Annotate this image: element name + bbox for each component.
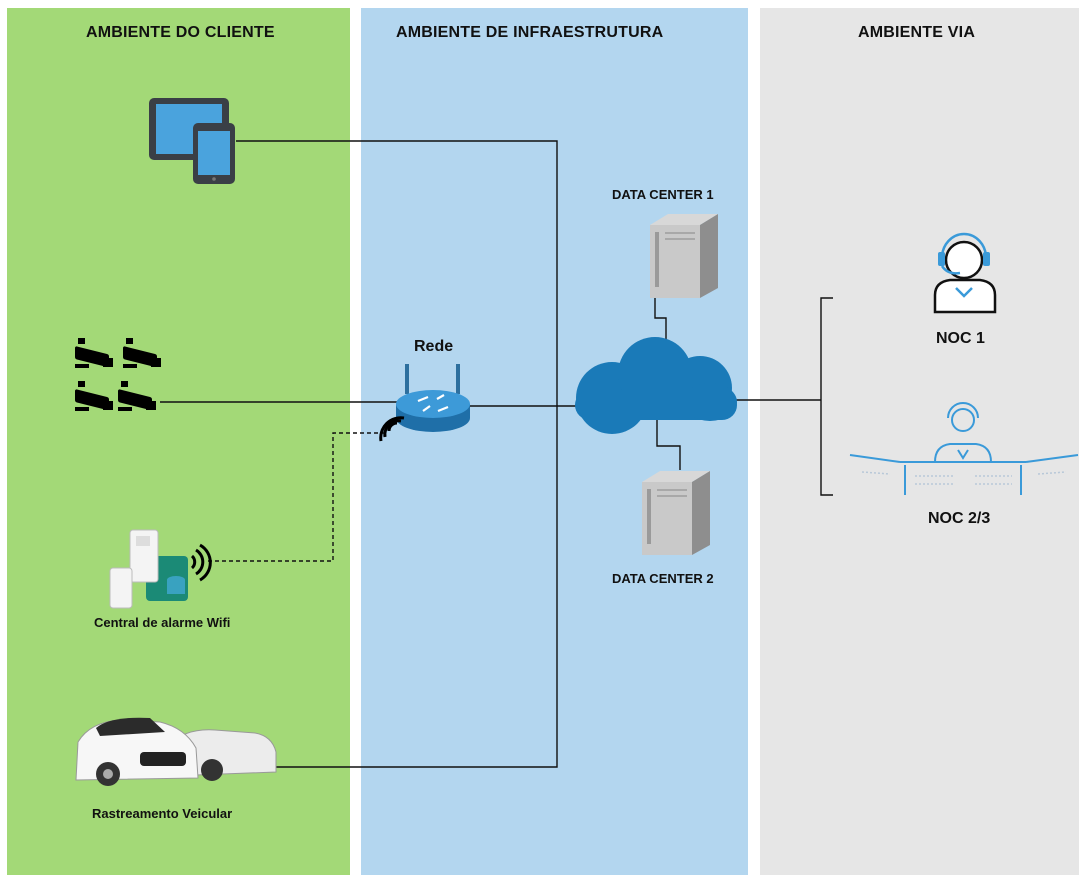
cctv-camera-icon (75, 338, 161, 411)
server-icon (650, 214, 718, 298)
dc1-cloud-link (654, 292, 667, 340)
zone-infra-title: AMBIENTE DE INFRAESTRUTURA (396, 24, 664, 41)
router-label: Rede (414, 338, 454, 355)
noc-bracket (820, 297, 833, 496)
wifi-signal-icon (379, 416, 405, 442)
datacenter1-label: DATA CENTER 1 (612, 187, 714, 202)
operator-headset-icon (933, 232, 997, 314)
alarm-sensor-icon (109, 529, 212, 609)
zone-infrastructure (361, 8, 748, 875)
server-icon (642, 471, 710, 555)
dc2-cloud-link (656, 418, 681, 470)
control-room-icon (849, 402, 1079, 495)
connections (160, 140, 833, 768)
car-icon (75, 717, 277, 786)
alarm-wireless-link (208, 432, 385, 562)
vehicle-label: Rastreamento Veicular (92, 806, 233, 821)
datacenter2-label: DATA CENTER 2 (612, 571, 714, 586)
router-icon (396, 364, 470, 432)
noc1-label: NOC 1 (936, 330, 985, 347)
zone-via (760, 8, 1079, 875)
tablet-icon (149, 98, 235, 184)
zone-client-title: AMBIENTE DO CLIENTE (86, 24, 275, 41)
noc23-label: NOC 2/3 (928, 510, 991, 527)
alarm-label: Central de alarme Wifi (94, 615, 231, 630)
zone-via-title: AMBIENTE VIA (858, 24, 976, 41)
cloud-icon (575, 337, 737, 434)
trunk-line (236, 140, 558, 768)
